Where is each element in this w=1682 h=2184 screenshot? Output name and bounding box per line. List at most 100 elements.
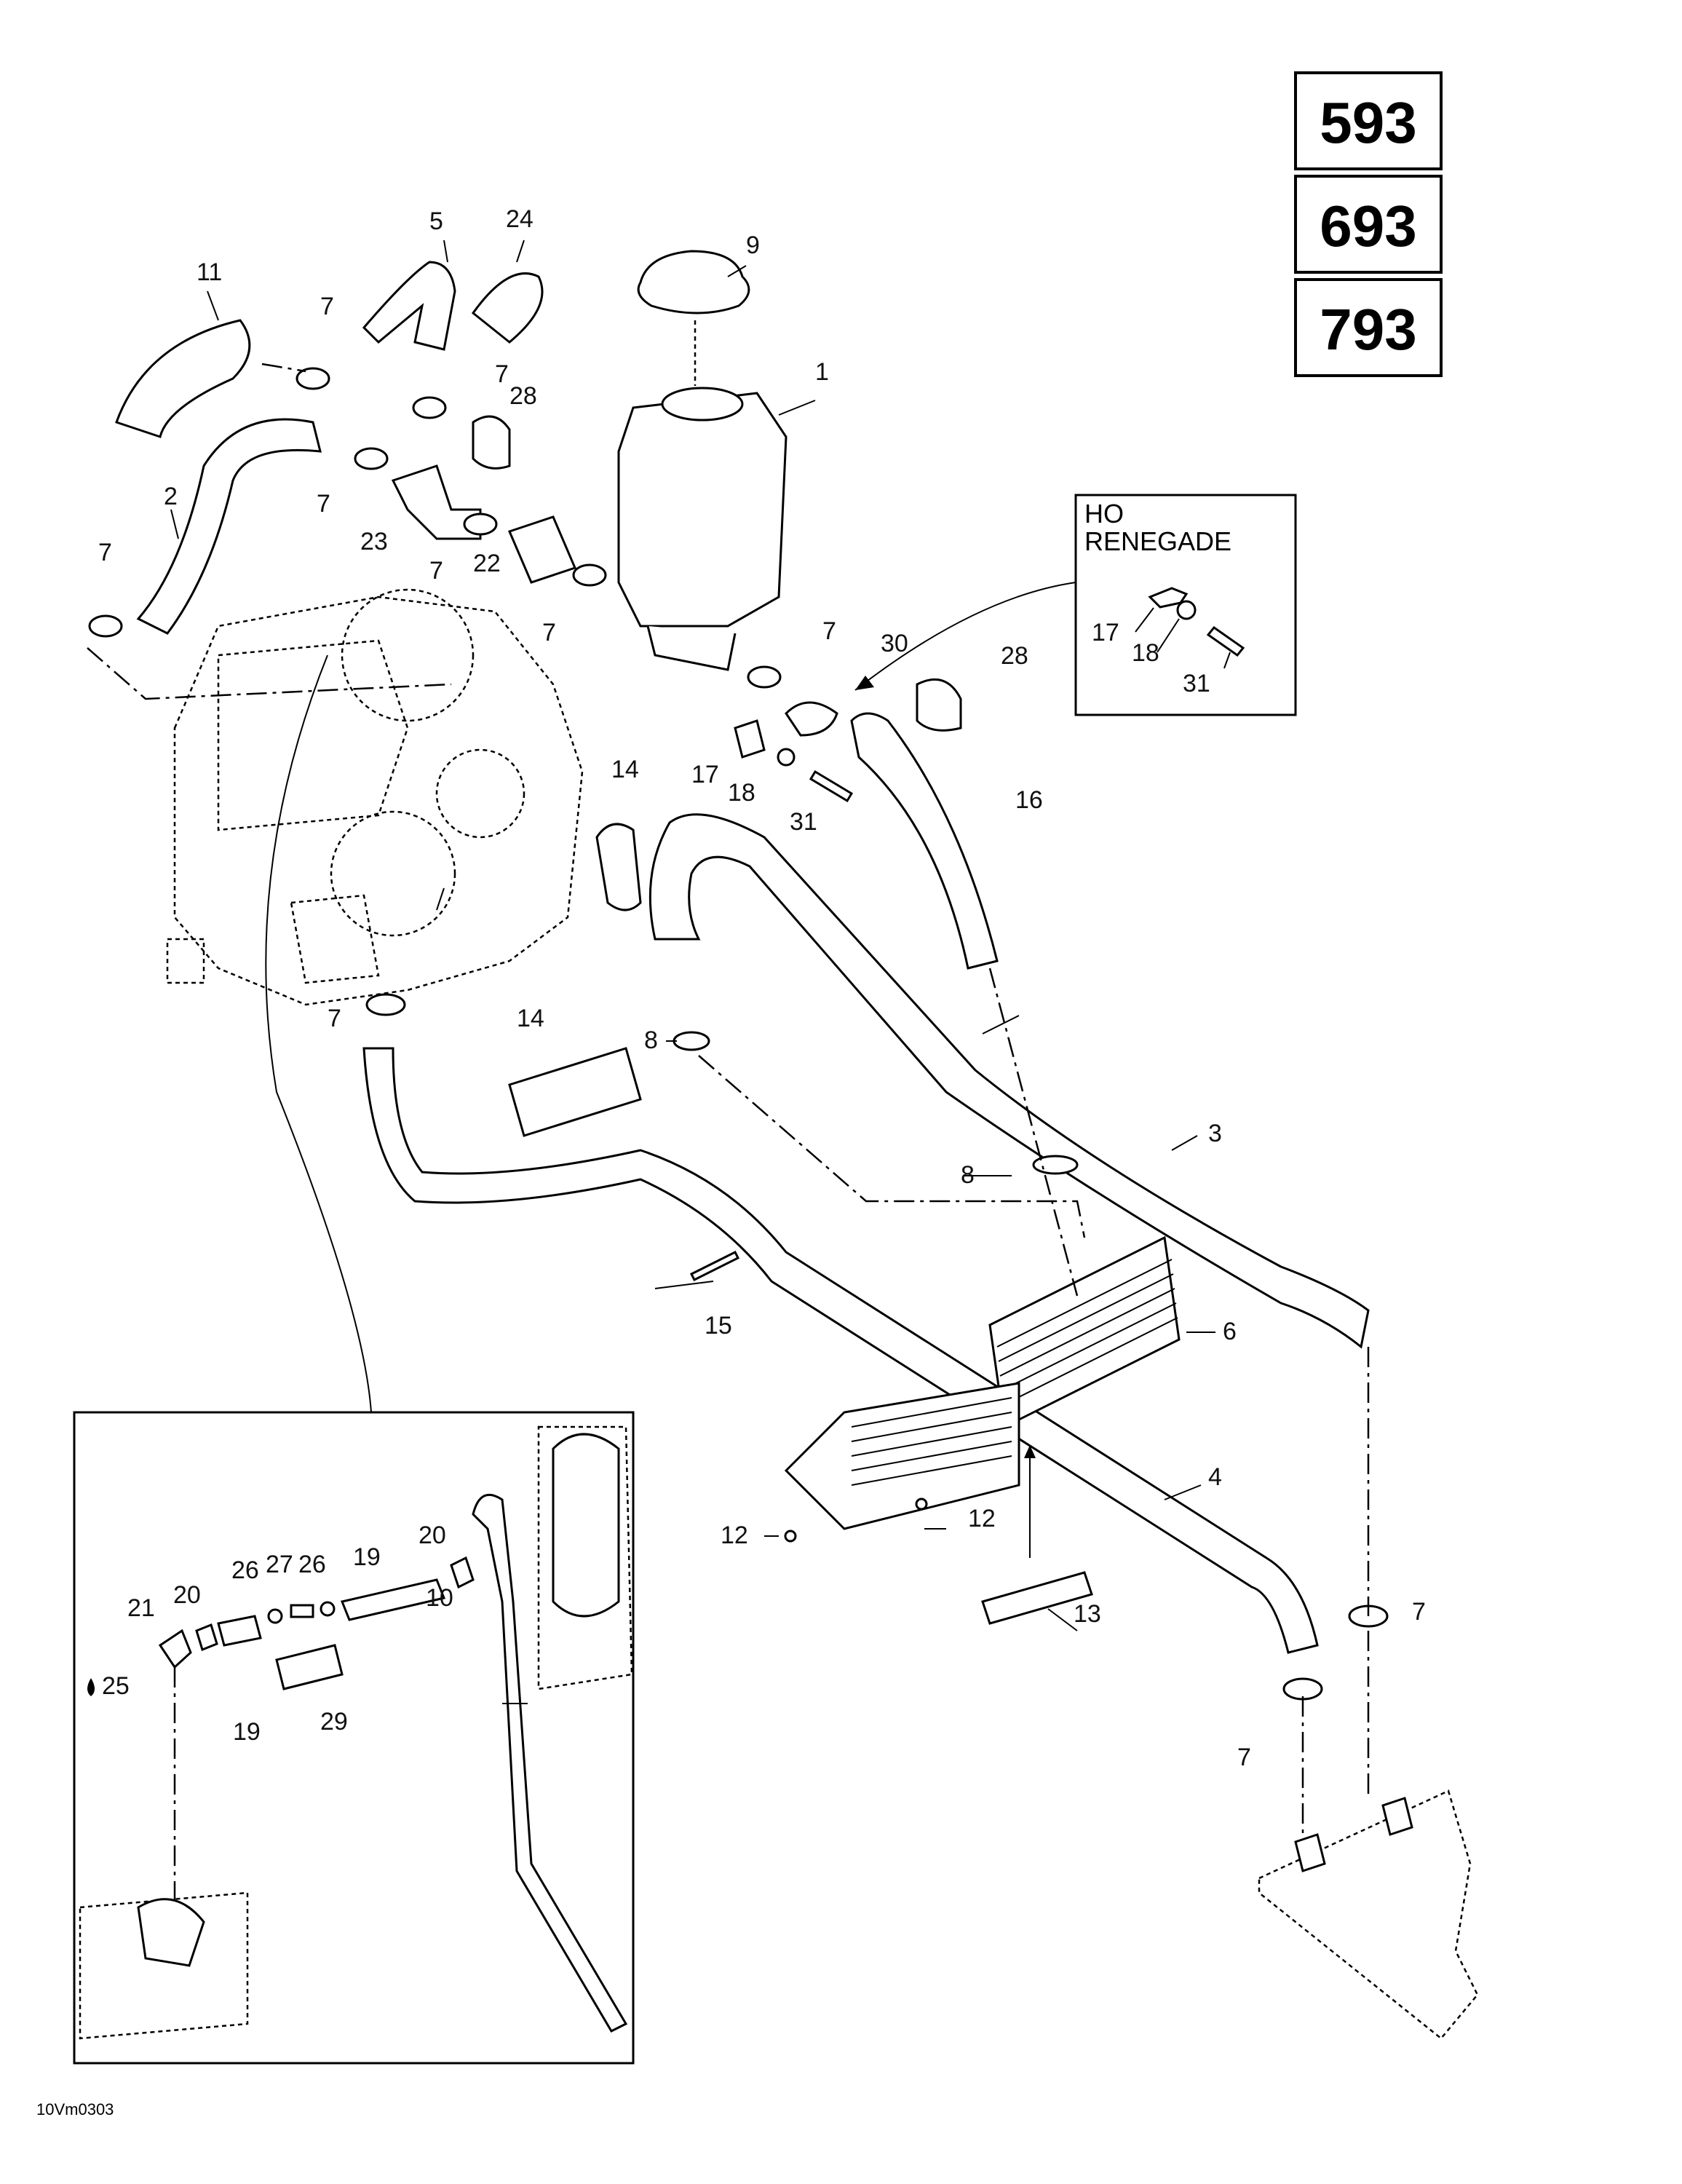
label-18-ho: 18 — [1132, 639, 1159, 667]
clamp-7-b — [412, 396, 447, 419]
label-7-f: 7 — [98, 539, 112, 566]
clamp-7-f — [88, 614, 123, 638]
clamp-30 — [785, 701, 838, 737]
seal-8-a — [673, 1031, 710, 1051]
label-28-a: 28 — [509, 382, 537, 410]
label-31-ho: 31 — [1183, 670, 1210, 697]
label-1: 1 — [815, 358, 829, 386]
model-box-693: 693 — [1294, 175, 1443, 274]
label-26-a: 26 — [231, 1556, 259, 1584]
hose-11 — [115, 319, 251, 438]
spring-29 — [275, 1644, 344, 1690]
inset-detail-box — [73, 1411, 635, 2065]
ho-renegade-title-1: HO — [1084, 499, 1124, 529]
label-16: 16 — [1015, 786, 1043, 814]
chassis-section — [1258, 1789, 1479, 2040]
label-28-b: 28 — [1001, 642, 1028, 670]
bracket-17 — [734, 719, 766, 759]
label-7-b: 7 — [495, 360, 509, 388]
fitting-a — [1294, 1833, 1326, 1872]
label-7-g: 7 — [822, 617, 836, 645]
fitting-20-b — [195, 1623, 218, 1651]
bolt-31-ho — [1206, 625, 1245, 657]
label-10: 10 — [426, 1584, 453, 1612]
screw-12-b — [784, 1530, 797, 1543]
label-8-a: 8 — [644, 1026, 658, 1054]
bracket-17-ho — [1148, 587, 1189, 609]
label-9: 9 — [746, 232, 760, 259]
clamp-7-g — [747, 665, 782, 689]
label-19-b: 19 — [233, 1718, 261, 1746]
clamp-7-d — [463, 513, 498, 536]
clamp-26-b — [320, 1601, 336, 1617]
fitting-b — [1381, 1797, 1413, 1836]
label-4: 4 — [1208, 1463, 1222, 1491]
hose-19-upper — [340, 1578, 446, 1621]
label-22: 22 — [473, 550, 501, 577]
ho-renegade-box: HO RENEGADE — [1074, 494, 1297, 716]
clamp-7-h — [365, 993, 406, 1016]
label-7-h: 7 — [328, 1005, 341, 1032]
label-3: 3 — [1208, 1120, 1222, 1147]
label-20-b: 20 — [173, 1581, 201, 1609]
model-box-593: 593 — [1294, 71, 1443, 170]
label-14-a: 14 — [611, 756, 639, 783]
foam-13 — [981, 1571, 1093, 1625]
label-7-d: 7 — [429, 557, 443, 585]
clamp-7-i — [1282, 1677, 1323, 1701]
label-20-a: 20 — [418, 1522, 446, 1549]
sealant-drop-icon — [87, 1678, 95, 1696]
label-11: 11 — [197, 258, 222, 286]
label-24: 24 — [506, 205, 533, 233]
label-12-a: 12 — [968, 1505, 996, 1532]
hose-3 — [648, 813, 1370, 1349]
label-23: 23 — [360, 528, 388, 555]
washer-18 — [777, 748, 796, 767]
hose-22 — [507, 515, 577, 584]
model-box-793: 793 — [1294, 278, 1443, 377]
label-18: 18 — [728, 779, 755, 807]
hose-10-routing — [265, 654, 372, 1413]
drawing-code: 10Vm0303 — [36, 2100, 114, 2118]
screw-12-a — [915, 1497, 928, 1511]
fitting-20-a — [450, 1556, 475, 1589]
label-26-b: 26 — [298, 1551, 326, 1578]
label-7-j: 7 — [1412, 1598, 1426, 1626]
engine-outline — [166, 588, 584, 1006]
label-7-c: 7 — [317, 490, 330, 518]
clamp-7-a — [295, 367, 330, 390]
label-17: 17 — [691, 761, 719, 788]
connector-27 — [290, 1604, 314, 1618]
label-12-b: 12 — [721, 1522, 748, 1549]
label-15: 15 — [705, 1312, 732, 1340]
clamp-7-e — [572, 563, 607, 587]
label-6: 6 — [1223, 1318, 1237, 1345]
ho-renegade-arrow — [854, 582, 1076, 691]
label-7-e: 7 — [542, 619, 556, 646]
label-5: 5 — [429, 207, 443, 235]
spring-28-right — [916, 678, 962, 732]
label-13: 13 — [1074, 1600, 1101, 1628]
label-21: 21 — [127, 1594, 155, 1622]
label-8-b: 8 — [961, 1161, 975, 1189]
reservoir-cap — [637, 250, 750, 314]
label-14-b: 14 — [517, 1005, 544, 1032]
clamp-26-a — [267, 1608, 283, 1624]
label-19-a: 19 — [353, 1543, 381, 1571]
label-29: 29 — [320, 1708, 348, 1736]
elbow-5 — [362, 261, 456, 351]
hose-24 — [471, 272, 544, 344]
hose-16 — [850, 712, 999, 970]
hose-4 — [362, 1047, 1319, 1654]
spring-14-lower — [508, 1047, 642, 1137]
model-label-693: 693 — [1320, 194, 1416, 258]
hose-10 — [472, 1493, 628, 2033]
washer-18-ho — [1176, 600, 1197, 620]
label-7-i: 7 — [1237, 1744, 1251, 1771]
model-label-793: 793 — [1320, 297, 1416, 362]
label-17-ho: 17 — [1092, 619, 1119, 646]
label-25: 25 — [102, 1672, 130, 1700]
bolt-31 — [809, 769, 854, 803]
rivet-15 — [689, 1250, 740, 1282]
